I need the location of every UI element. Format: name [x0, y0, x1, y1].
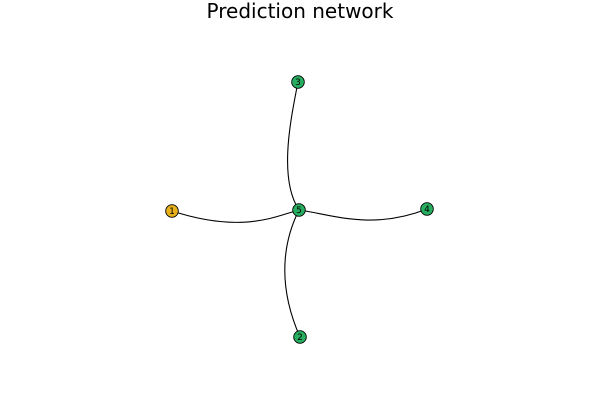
- edges-layer: [171, 81, 428, 338]
- node-3-circle: [291, 75, 305, 89]
- chart-title: Prediction network: [207, 0, 394, 23]
- node-4-circle: [420, 202, 434, 216]
- node-4: 4: [420, 202, 434, 216]
- node-2-circle: [293, 330, 307, 344]
- node-2-label: 2: [297, 333, 303, 343]
- node-4-label: 4: [424, 205, 430, 215]
- node-3-label: 3: [295, 78, 301, 88]
- edge-5-4: [298, 208, 428, 221]
- edge-5-3: [287, 81, 300, 211]
- edge-5-1: [171, 209, 300, 223]
- node-5-circle: [292, 203, 306, 217]
- node-5-label: 5: [296, 206, 302, 216]
- nodes-layer: 1 2 3 4 5: [165, 75, 434, 344]
- node-1-label: 1: [169, 207, 175, 217]
- node-5: 5: [292, 203, 306, 217]
- node-3: 3: [291, 75, 305, 89]
- node-1-circle: [165, 204, 179, 218]
- node-1: 1: [165, 204, 179, 218]
- node-2: 2: [293, 330, 307, 344]
- edge-5-2: [284, 209, 301, 338]
